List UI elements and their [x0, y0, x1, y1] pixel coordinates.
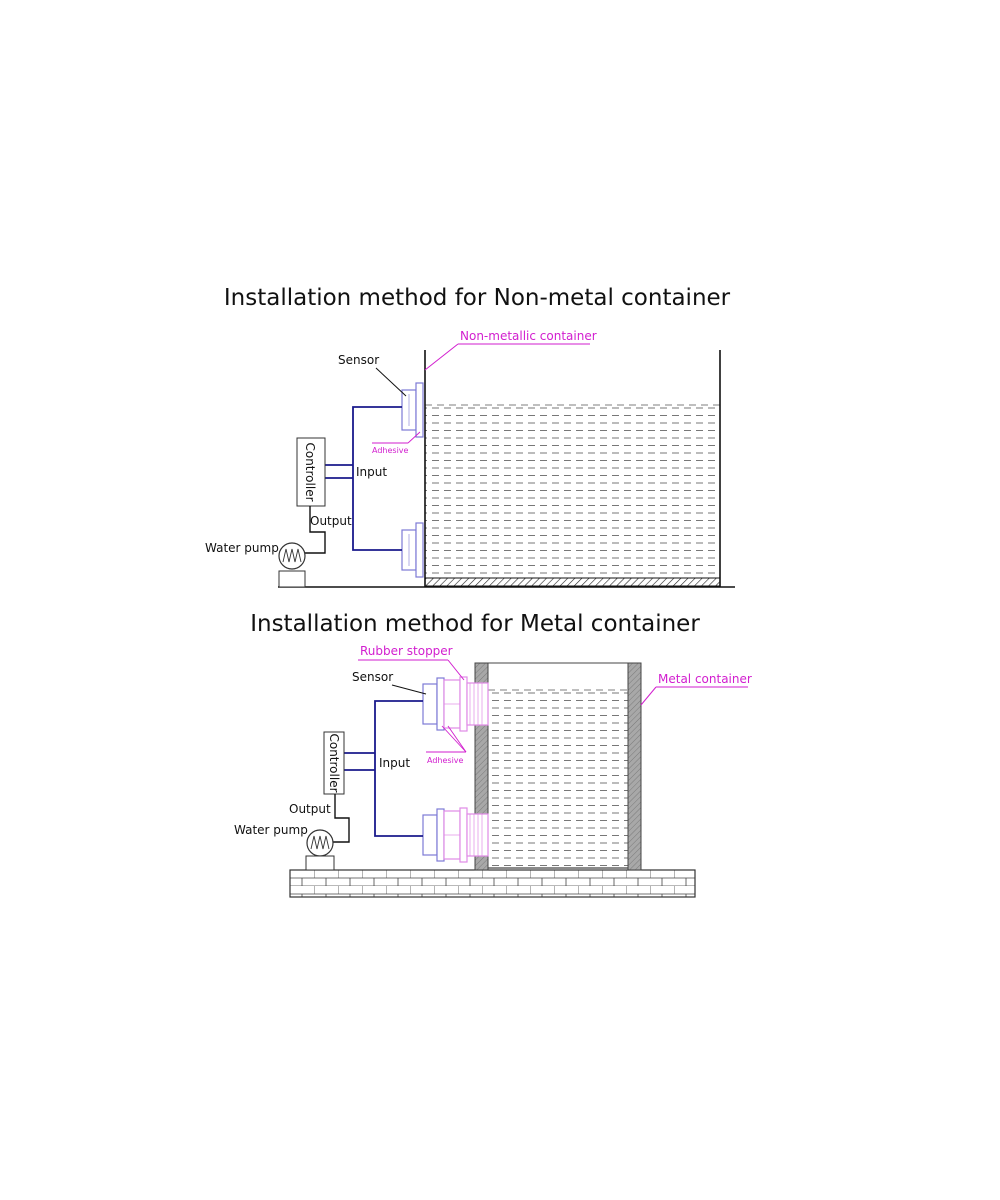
pump-icon: [305, 829, 335, 871]
metal-controller-label: Controller: [327, 733, 341, 792]
nonmetal-controller-label: Controller: [303, 442, 317, 501]
controller-icon: Controller: [323, 731, 345, 795]
sensor-icon: [401, 382, 424, 438]
nonmetal-container-label: Non-metallic container: [460, 329, 597, 343]
nonmetal-output-label: Output: [310, 514, 352, 528]
metal-wall-right: [627, 662, 642, 871]
metal-title: Installation method for Metal container: [250, 611, 700, 637]
metal-container: [474, 662, 642, 871]
output-wire: [332, 794, 350, 843]
metal-stopper-label: Rubber stopper: [360, 644, 453, 658]
sensor-icon: [422, 676, 489, 732]
nonmetal-title: Installation method for Non-metal contai…: [224, 285, 731, 311]
metal-output-label: Output: [289, 802, 331, 816]
controller-icon: Controller: [296, 437, 326, 507]
pump-icon: [278, 542, 306, 588]
metal-section: Installation method for Metal container: [234, 611, 752, 898]
metal-adhesive-label: Adhesive: [427, 756, 464, 765]
input-wire: [374, 700, 423, 837]
metal-input-label: Input: [379, 756, 410, 770]
water-body: [425, 405, 720, 578]
output-wire: [305, 506, 326, 554]
nonmetal-container: [278, 350, 735, 588]
metal-pump-label: Water pump: [234, 823, 308, 837]
metal-container-label: Metal container: [658, 672, 752, 686]
sensor-icon: [422, 807, 489, 863]
nonmetal-sensor-label: Sensor: [338, 353, 379, 367]
metal-sensor-label: Sensor: [352, 670, 393, 684]
nonmetal-section: Installation method for Non-metal contai…: [205, 285, 735, 588]
brick-ground-icon: [289, 869, 696, 898]
container-base: [424, 577, 721, 587]
sensor-icon: [401, 522, 424, 578]
nonmetal-container-callout: Non-metallic container: [424, 329, 597, 371]
nonmetal-pump-label: Water pump: [205, 541, 279, 555]
nonmetal-adhesive-label: Adhesive: [372, 446, 409, 455]
nonmetal-input-label: Input: [356, 465, 387, 479]
water-body: [488, 690, 628, 868]
